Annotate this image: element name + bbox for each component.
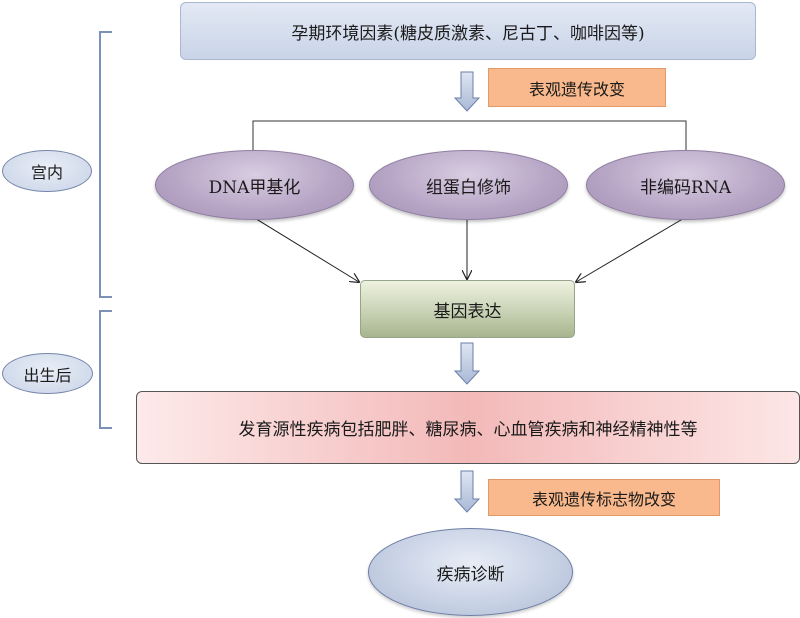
bracket-in-utero (99, 31, 112, 298)
diagnosis-node: 疾病诊断 (368, 528, 573, 616)
stage-after-birth-label: 出生后 (23, 365, 72, 385)
stage-after-birth: 出生后 (2, 353, 93, 394)
arrow-rna-to-gene (576, 216, 687, 282)
diseases-box: 发育源性疾病包括肥胖、糖尿病、心血管疾病和神经精神性等 (136, 391, 800, 464)
noncoding-rna-label: 非编码RNA (640, 177, 731, 198)
histone-modification-label: 组蛋白修饰 (426, 177, 511, 198)
diseases-text: 发育源性疾病包括肥胖、糖尿病、心血管疾病和神经精神性等 (238, 420, 698, 440)
gene-expression-label: 基因表达 (433, 301, 502, 322)
block-arrow-3 (453, 470, 481, 513)
stage-in-utero-label: 宫内 (30, 163, 63, 182)
env-factors-text: 孕期环境因素(糖皮质激素、尼古丁、咖啡因等) (291, 23, 645, 44)
epigenetic-change-tag: 表观遗传改变 (488, 68, 666, 107)
noncoding-rna-node: 非编码RNA (586, 150, 785, 220)
bracket-after-birth (99, 310, 112, 429)
marker-change-text: 表观遗传标志物改变 (531, 489, 676, 509)
dna-methylation-node: DNA甲基化 (155, 150, 354, 220)
stage-in-utero: 宫内 (2, 150, 92, 192)
block-arrow-2 (453, 342, 481, 385)
branch-line (252, 120, 687, 165)
dna-methylation-label: DNA甲基化 (208, 177, 301, 198)
block-arrow-1 (453, 71, 481, 112)
env-factors-box: 孕期环境因素(糖皮质激素、尼古丁、咖啡因等) (180, 2, 756, 60)
marker-change-tag: 表观遗传标志物改变 (488, 479, 720, 516)
histone-modification-node: 组蛋白修饰 (369, 150, 568, 220)
diagnosis-label: 疾病诊断 (436, 564, 505, 585)
epigenetic-change-text: 表观遗传改变 (528, 79, 625, 99)
arrow-dna-to-gene (252, 216, 359, 282)
gene-expression-box: 基因表达 (360, 280, 575, 338)
